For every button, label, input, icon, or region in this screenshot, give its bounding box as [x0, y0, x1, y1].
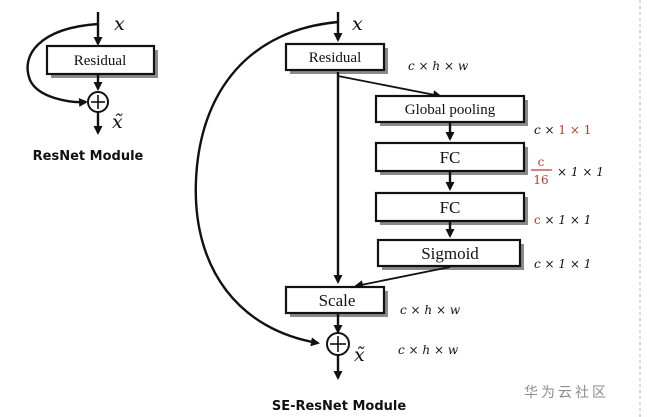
se-fc2-dim-rest: × 1 × 1: [541, 213, 592, 227]
se-gp-dim: c × 1 × 1: [534, 123, 591, 137]
se-gp-dim-c: c ×: [534, 123, 558, 137]
resnet-caption: ResNet Module: [33, 149, 144, 164]
se-gp-box: [374, 94, 526, 124]
se-fc2-label: FC: [440, 198, 461, 217]
se-fc2-dim: c × 1 × 1: [534, 213, 591, 227]
resnet-skip-connection: [26, 22, 99, 107]
se-resnet-caption: SE-ResNet Module: [272, 399, 407, 414]
se-scale-label: Scale: [319, 291, 356, 310]
se-gp-dim-rest: 1 × 1: [558, 123, 591, 137]
se-fc2-box: [374, 191, 526, 223]
se-resnet-module: x Residual c × h × w Global pooling c × …: [194, 12, 604, 414]
se-fc1-box: [374, 141, 526, 173]
se-output-var: x̃: [354, 344, 365, 366]
se-residual-box: [284, 42, 386, 72]
resnet-output-var: x̃: [112, 111, 123, 133]
se-skip-connection: [194, 20, 339, 347]
se-sigmoid-arrow: [354, 266, 451, 290]
se-fc1-dim-rest: × 1 × 1: [557, 165, 604, 179]
se-sigmoid-label: Sigmoid: [421, 244, 479, 263]
resnet-residual-box: [45, 44, 156, 76]
se-residual-label: Residual: [309, 50, 362, 66]
resnet-module: x Residual x̃ ResNet Module: [26, 12, 158, 164]
se-sigmoid-dim: c × 1 × 1: [534, 257, 591, 271]
se-fc1-dim-num: c: [538, 155, 545, 169]
se-scale-dim: c × h × w: [400, 303, 461, 317]
se-sum-dim: c × h × w: [398, 343, 459, 357]
se-scale-box: [284, 285, 386, 315]
resnet-residual-label: Residual: [74, 53, 127, 69]
watermark-text: 华为云社区: [524, 385, 609, 401]
se-sigmoid-box: [376, 238, 522, 268]
resnet-input-var: x: [114, 13, 125, 35]
se-branch-arrow: [337, 75, 442, 100]
se-fc1-dim-den: 16: [533, 173, 548, 187]
se-fc2-dim-c: c: [534, 213, 541, 227]
se-residual-dim: c × h × w: [408, 59, 469, 73]
se-input-var: x: [352, 13, 363, 35]
se-gp-label: Global pooling: [405, 102, 496, 118]
se-fc1-label: FC: [440, 148, 461, 167]
